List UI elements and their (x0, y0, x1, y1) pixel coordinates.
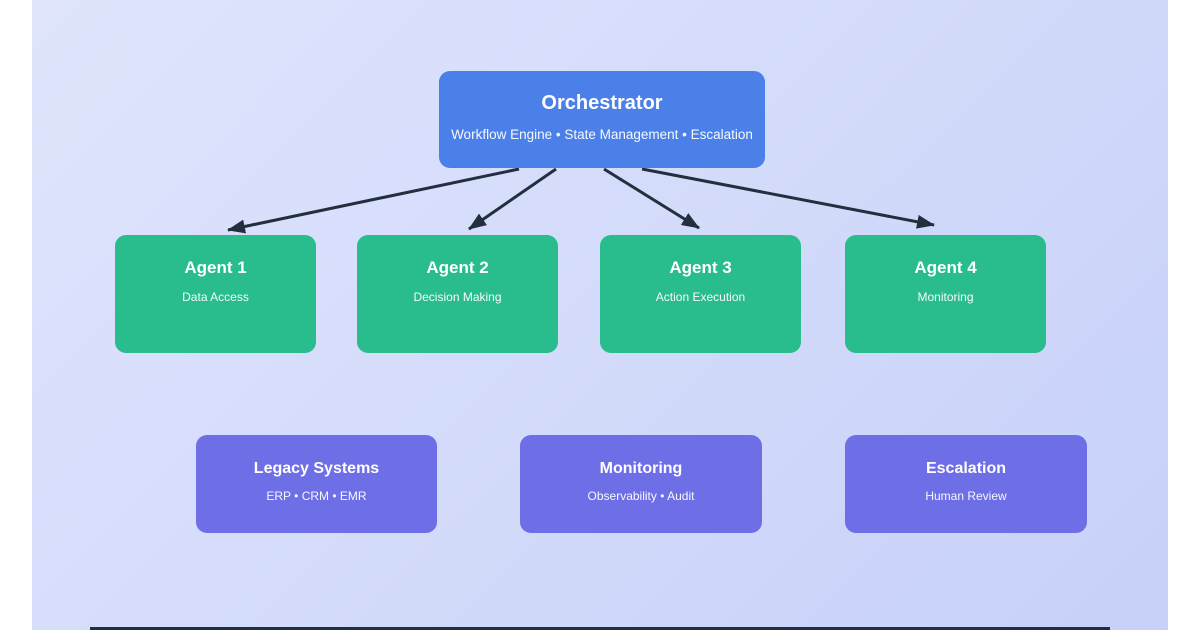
monitoring-node: Monitoring Observability • Audit (520, 435, 762, 533)
legacy-systems-subtitle: ERP • CRM • EMR (266, 489, 367, 503)
legacy-systems-node: Legacy Systems ERP • CRM • EMR (196, 435, 437, 533)
agent-1-subtitle: Data Access (182, 290, 249, 304)
agent-2-node: Agent 2 Decision Making (357, 235, 558, 353)
agent-4-node: Agent 4 Monitoring (845, 235, 1046, 353)
orchestrator-node: Orchestrator Workflow Engine • State Man… (439, 71, 765, 168)
agent-3-subtitle: Action Execution (655, 290, 746, 304)
agent-3-node: Agent 3 Action Execution (600, 235, 801, 353)
orchestrator-subtitle: Workflow Engine • State Management • Esc… (451, 127, 753, 142)
agent-2-subtitle: Decision Making (413, 290, 502, 304)
agent-4-subtitle: Monitoring (917, 290, 974, 304)
agent-1-node: Agent 1 Data Access (115, 235, 316, 353)
orchestrator-title: Orchestrator (541, 92, 663, 114)
monitoring-subtitle: Observability • Audit (587, 489, 695, 503)
legacy-systems-title: Legacy Systems (253, 460, 380, 477)
bottom-edge-strip (90, 627, 1110, 630)
escalation-node: Escalation Human Review (845, 435, 1087, 533)
agent-3-title: Agent 3 (669, 258, 732, 277)
escalation-title: Escalation (925, 460, 1007, 477)
agent-4-title: Agent 4 (914, 258, 977, 277)
agent-2-title: Agent 2 (426, 258, 489, 277)
agent-1-title: Agent 1 (184, 258, 247, 277)
monitoring-title: Monitoring (599, 460, 683, 477)
escalation-subtitle: Human Review (925, 489, 1007, 503)
